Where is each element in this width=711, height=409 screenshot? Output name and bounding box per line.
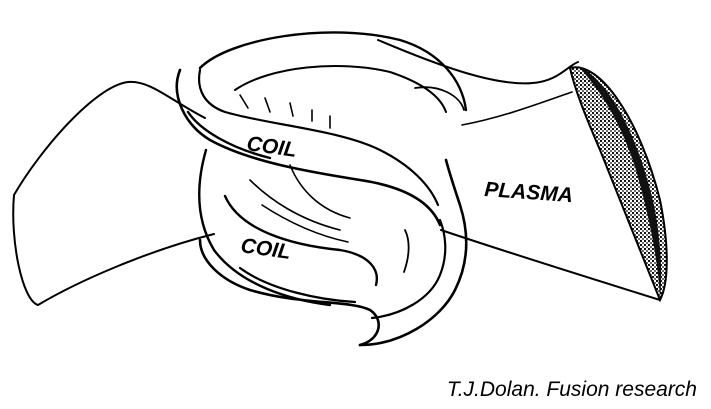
plasma-cross-section <box>568 66 668 303</box>
plasma-sheet-right <box>377 39 668 303</box>
figure-credit: T.J.Dolan. Fusion research <box>446 378 697 401</box>
helical-coil-assembly <box>175 31 468 347</box>
plasma-label: PLASMA <box>484 178 574 207</box>
plasma-sheet-left <box>12 80 215 306</box>
coil-hatching <box>239 94 331 129</box>
